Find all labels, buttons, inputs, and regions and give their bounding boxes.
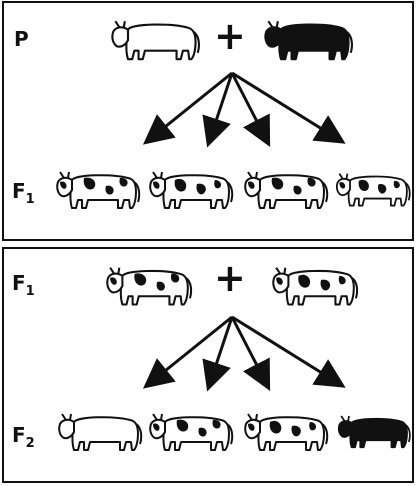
cross-symbol: + (214, 256, 246, 300)
arrow (231, 315, 346, 388)
arrow (230, 72, 271, 148)
spotted-cow-icon (272, 266, 359, 306)
arrow (142, 71, 233, 145)
offspring-generation-label: F1 (12, 179, 35, 207)
arrow (231, 71, 346, 144)
arrow (230, 316, 271, 392)
white-cow-icon (111, 20, 200, 61)
spotted-cow-icon (335, 172, 411, 207)
white-cow-icon (58, 413, 143, 451)
spotted-cow-icon (244, 413, 329, 451)
arrow (202, 72, 234, 148)
spotted-cow-icon (56, 171, 141, 209)
cross-panel-p-to-f1: P F1 + (2, 1, 414, 241)
spotted-cow-icon (244, 171, 329, 209)
offspring-generation-label: F2 (12, 423, 35, 451)
spotted-cow-icon (106, 266, 193, 306)
arrow-group (142, 315, 346, 392)
parent-generation-label: P (14, 27, 29, 51)
black-cow-icon (337, 415, 411, 449)
cross-symbol: + (214, 14, 246, 58)
arrow (202, 316, 234, 392)
arrow-group (142, 71, 346, 148)
parent-generation-label: F1 (12, 271, 35, 299)
black-cow-icon (264, 20, 353, 61)
spotted-cow-icon (149, 413, 234, 451)
cross-panel-f1-to-f2: F1 F2 + (2, 247, 414, 483)
spotted-cow-icon (149, 171, 234, 209)
arrow (142, 315, 233, 389)
